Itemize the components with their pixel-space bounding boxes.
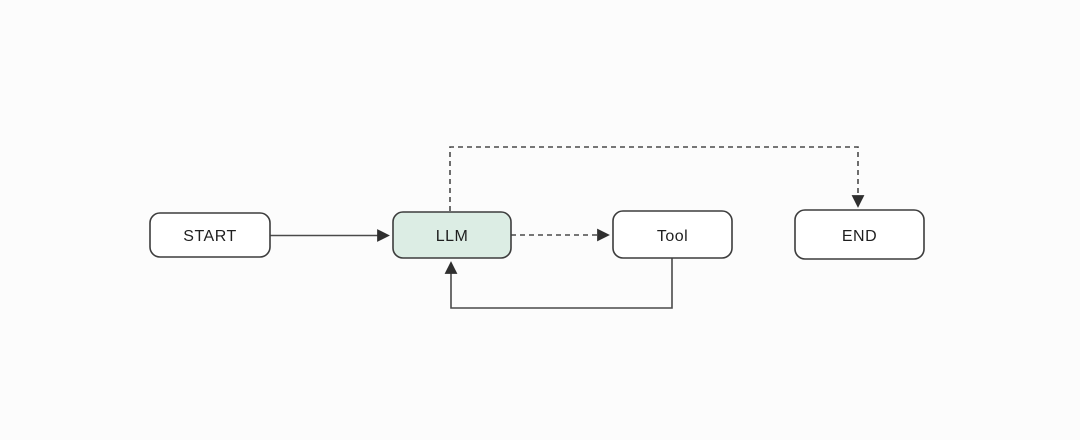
edge-tool-to-llm-loop xyxy=(444,258,673,309)
node-end[interactable]: END xyxy=(794,209,925,260)
node-llm[interactable]: LLM xyxy=(392,211,512,259)
node-end-box[interactable] xyxy=(794,209,925,260)
node-start-label: START xyxy=(183,228,236,245)
node-tool-box[interactable] xyxy=(612,210,733,259)
node-tool-label: Tool xyxy=(657,228,688,245)
node-start-box[interactable] xyxy=(149,212,271,258)
node-llm-label: LLM xyxy=(436,228,469,245)
node-end-label: END xyxy=(842,228,877,245)
node-start[interactable]: START xyxy=(149,212,271,258)
edge-llm-to-end-dashed xyxy=(449,146,865,211)
node-tool[interactable]: Tool xyxy=(612,210,733,259)
node-llm-box[interactable] xyxy=(392,211,512,259)
